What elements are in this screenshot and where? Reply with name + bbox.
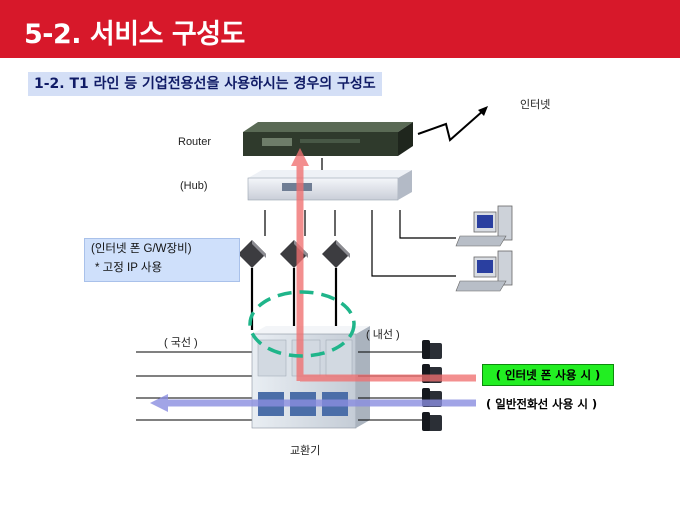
- lightning-icon: [417, 109, 485, 142]
- title-banner: 5-2. 서비스 구성도: [0, 0, 680, 58]
- hub-label: (Hub): [180, 180, 208, 192]
- router-icon: [243, 122, 413, 156]
- trunk-label: ( 국선 ): [164, 337, 198, 349]
- trunk-lines: [136, 351, 252, 421]
- extension-label: ( 내선 ): [366, 329, 400, 341]
- lightning-arrowhead: [478, 106, 488, 116]
- pc-icon: [455, 205, 513, 247]
- normal-phone-path-arrow: [150, 394, 476, 412]
- internet-label: 인터넷: [520, 99, 551, 111]
- internet-phone-use-badge: ( 인터넷 폰 사용 시 ): [482, 364, 614, 386]
- gateway-note-line1: (인터넷 폰 G/W장비): [91, 243, 192, 255]
- pc-icon: [455, 250, 513, 292]
- gateway-icon: [322, 240, 350, 330]
- phone-icon: [422, 412, 442, 431]
- phone-icon: [422, 340, 442, 359]
- gateway-icon: [280, 240, 308, 330]
- dashed-highlight-ellipse: [248, 290, 356, 358]
- router-label: Router: [178, 136, 212, 148]
- normal-phone-use-label: ( 일반전화선 사용 시 ): [486, 397, 598, 411]
- diagram-subtitle: 1-2. T1 라인 등 기업전용선을 사용하시는 경우의 구성도: [28, 72, 382, 96]
- internet-phone-path-arrow: [291, 148, 476, 382]
- pbx-label: 교환기: [290, 445, 321, 457]
- page-title: 5-2. 서비스 구성도: [24, 19, 245, 50]
- gateway-note: (인터넷 폰 G/W장비) * 고정 IP 사용: [84, 238, 240, 282]
- gateway-note-line2: * 고정 IP 사용: [95, 262, 163, 274]
- hub-icon: [247, 170, 412, 201]
